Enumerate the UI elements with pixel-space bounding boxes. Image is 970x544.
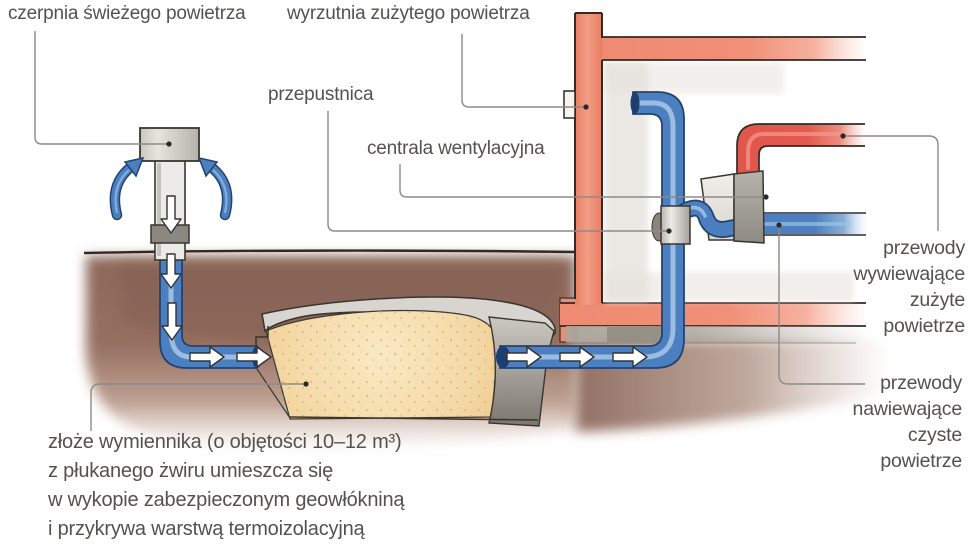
ceiling-beam (602, 37, 866, 60)
gravel-bed-heat-exchanger (255, 296, 556, 427)
leader-lines (34, 31, 939, 431)
label-ventilation-unit: centrala wentylacyjna (367, 138, 545, 159)
exhaust-duct-red (736, 123, 866, 180)
flow-arrows-icon (160, 195, 648, 368)
label-exhaust-air-outlet: wyrzutnia zużytego powietrza (287, 3, 530, 24)
floor-slab (560, 303, 868, 326)
label-fresh-air-intake: czerpnia świeżego powietrza (8, 3, 246, 24)
intake-airflow-arrows-icon (109, 156, 233, 221)
label-exchanger-bed-note: złoże wymiennika (o objętości 10–12 m³) … (48, 431, 405, 540)
leader-dots (166, 104, 846, 387)
ventilation-unit (676, 170, 765, 244)
exterior-wall (575, 13, 602, 305)
damper-collar (651, 205, 691, 245)
exhaust-outlet-louver (563, 90, 576, 119)
label-supply-ducts: przewody nawiewające czyste powietrze (852, 372, 963, 472)
label-exhaust-ducts: przewody wywiewające zużyte powietrze (853, 237, 965, 337)
supply-duct-blue (755, 212, 866, 236)
ground-surface-line (83, 249, 577, 255)
label-damper: przepustnica (268, 84, 374, 105)
